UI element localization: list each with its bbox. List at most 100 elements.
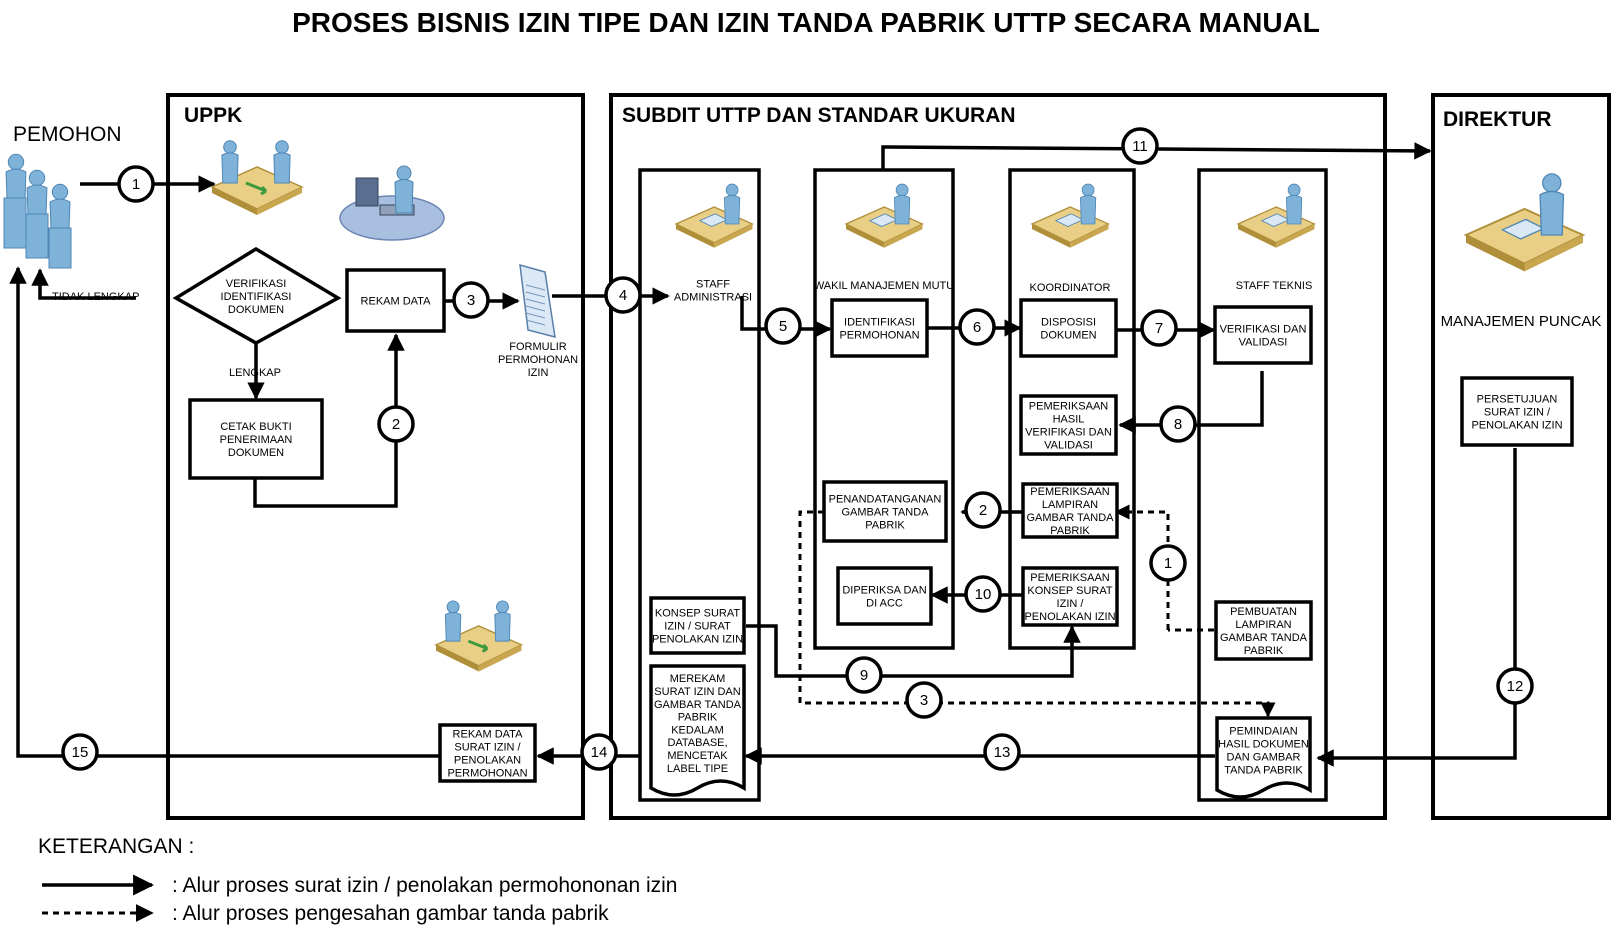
staff-administrasi-icon xyxy=(674,183,755,248)
step-11-number: 11 xyxy=(1132,138,1148,155)
step-6 xyxy=(958,308,996,346)
dashed-flow-3 xyxy=(798,510,1276,718)
sublane-staff-teknis xyxy=(1197,168,1328,802)
flow-12 xyxy=(1316,448,1517,767)
koordinator-icon xyxy=(1030,183,1111,248)
computer-workstation-icon xyxy=(339,165,445,241)
flow-tidak-lengkap xyxy=(31,268,136,300)
applicants-icon xyxy=(3,153,72,269)
legend-dashed-text: : Alur proses pengesahan gambar tanda pa… xyxy=(172,902,609,925)
step-14-number: 14 xyxy=(591,744,608,761)
lane-title-uppk: UPPK xyxy=(184,104,242,127)
step-9-number: 9 xyxy=(860,667,868,684)
step-14 xyxy=(580,733,618,771)
box-rekam-data-label: REKAM DATA xyxy=(361,296,432,308)
step-7 xyxy=(1140,309,1178,347)
flow-9 xyxy=(746,624,1081,678)
box-persetujuan xyxy=(1460,376,1574,447)
reception-desk-icon xyxy=(210,140,304,215)
decision-verifikasi-identifikasi xyxy=(172,246,342,346)
box-disposisi-dokumen xyxy=(1019,298,1118,358)
lane-uppk xyxy=(166,93,585,820)
step-12-number: 12 xyxy=(1507,678,1524,695)
dashed-step-1 xyxy=(1149,544,1187,582)
step-13 xyxy=(983,733,1021,771)
step-10-number: 10 xyxy=(975,586,992,603)
step-15-number: 15 xyxy=(72,744,89,761)
dashed-step-2 xyxy=(964,491,1002,529)
dashed-step-2-number: 2 xyxy=(979,502,987,519)
step-5 xyxy=(764,307,802,345)
box-rekam-data xyxy=(345,268,446,333)
sublane-staff-administrasi xyxy=(638,168,761,802)
role-label-wakil-manajemen-mutu: WAKIL MANAJEMEN MUTU xyxy=(814,280,954,292)
edge-label-tidak-lengkap: TIDAK LENGKAP xyxy=(52,291,139,303)
box-cetak-bukti xyxy=(188,398,324,480)
box-konsep-surat xyxy=(649,596,746,655)
box-pemeriksaan-konsep xyxy=(1021,566,1119,627)
step-6-number: 6 xyxy=(973,319,981,336)
edge-label-lengkap: LENGKAP xyxy=(229,367,281,379)
step-1-number: 1 xyxy=(132,176,140,193)
page-title: PROSES BISNIS IZIN TIPE DAN IZIN TANDA P… xyxy=(292,7,1320,38)
doc-merekam-database xyxy=(649,664,746,797)
box-verifikasi-validasi xyxy=(1213,305,1313,365)
box-pembuatan-lampiran xyxy=(1214,600,1313,661)
step-11 xyxy=(1121,127,1159,165)
box-pemeriksaan-hasil xyxy=(1019,394,1118,456)
step-3-number: 3 xyxy=(467,292,475,309)
step-8 xyxy=(1159,405,1197,443)
role-label-manajemen-puncak: MANAJEMEN PUNCAK xyxy=(1441,313,1602,330)
legend-solid-text: : Alur proses surat izin / penolakan per… xyxy=(172,874,677,897)
role-label-koordinator: KOORDINATOR xyxy=(1030,282,1111,294)
wakil-manajemen-mutu-icon xyxy=(844,183,925,248)
flow-11 xyxy=(881,142,1432,170)
step-1 xyxy=(117,165,155,203)
box-diperiksa-acc xyxy=(836,566,933,626)
lane-subdit xyxy=(609,93,1387,820)
step-3 xyxy=(452,281,490,319)
manajemen-puncak-icon xyxy=(1463,173,1586,272)
step-4-number: 4 xyxy=(619,287,627,304)
box-pemeriksaan-lampiran xyxy=(1021,482,1119,539)
step-13-number: 13 xyxy=(994,744,1011,761)
step-9 xyxy=(845,656,883,694)
lane-title-direktur: DIREKTUR xyxy=(1443,108,1552,131)
document-icon xyxy=(519,263,556,339)
dashed-step-1-number: 1 xyxy=(1164,555,1172,572)
flow-15 xyxy=(9,266,441,758)
actor-pemohon-label: PEMOHON xyxy=(13,123,122,146)
legend-heading: KETERANGAN : xyxy=(38,835,194,858)
step-2 xyxy=(377,405,415,443)
archive-desk-icon xyxy=(434,600,524,672)
box-penandatanganan xyxy=(822,480,948,543)
step-7-number: 7 xyxy=(1155,320,1163,337)
dashed-step-3 xyxy=(905,681,943,719)
step-15 xyxy=(61,733,99,771)
step-10 xyxy=(964,575,1002,613)
role-label-staff-teknis: STAFF TEKNIS xyxy=(1236,280,1313,292)
box-rekam-surat xyxy=(438,723,537,783)
step-12 xyxy=(1496,667,1534,705)
step-5-number: 5 xyxy=(779,318,787,335)
lane-direktur xyxy=(1431,93,1611,820)
step-2-number: 2 xyxy=(392,416,400,433)
